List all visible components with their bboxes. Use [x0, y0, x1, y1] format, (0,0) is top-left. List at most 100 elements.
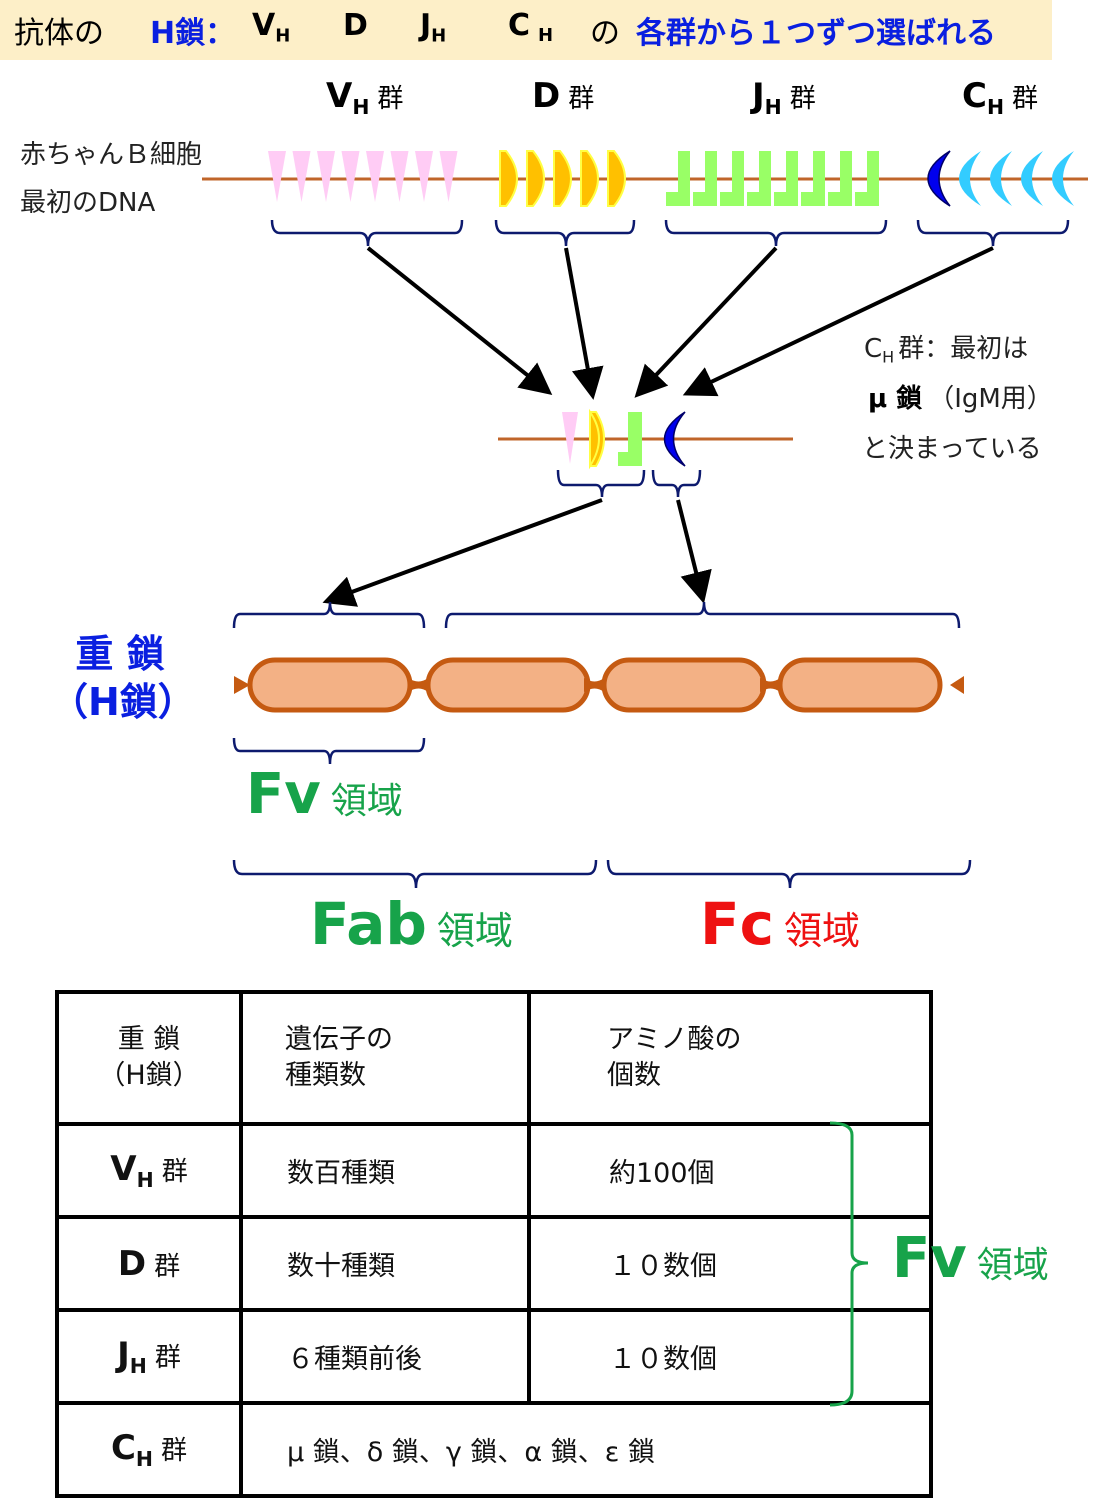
title-prefix: 抗体の [14, 16, 104, 51]
title-segment-j: JH [420, 8, 447, 47]
selected-v-segment [562, 412, 578, 464]
v-segment [292, 151, 311, 202]
selected-c-mu-segment [663, 411, 686, 467]
selected-j-segment [618, 412, 642, 466]
j-segment [666, 151, 690, 206]
chain-end-left [234, 676, 250, 694]
j-segment-group [666, 151, 879, 206]
heavy-chain-domain [425, 657, 591, 713]
arrow-d [564, 247, 604, 400]
d-segment [580, 150, 599, 207]
chain-end-right [950, 676, 964, 694]
ch-note-line3: と決まっている [862, 434, 1042, 464]
j-segment [747, 151, 771, 206]
d-segment [553, 150, 572, 207]
v-segment [268, 151, 286, 202]
jh-gene-types: ６種類前後 [239, 1308, 531, 1405]
vh-gene-types: 数百種類 [239, 1122, 531, 1219]
arrow-vdj-to-fv [322, 498, 603, 607]
domain-linker [760, 678, 780, 692]
heavy-chain-domain [247, 657, 413, 713]
bracket-constant-domains [444, 601, 961, 629]
heavy-chain-domain [601, 657, 767, 713]
selected-d-segment [589, 408, 605, 470]
arrow-v [366, 246, 553, 395]
d-segment [526, 150, 545, 207]
v-segment-group [268, 151, 458, 202]
vh-amino-acids: 約100個 [527, 1122, 933, 1219]
j-segment [720, 151, 744, 206]
j-segment [774, 151, 798, 206]
domain-linker [584, 678, 604, 692]
bracket-ch [651, 469, 702, 498]
c-segment [990, 151, 1012, 206]
dna-label-line1: 赤ちゃんＢ細胞 [20, 140, 203, 170]
title-suffix: 各群から１つずつ選ばれる [636, 16, 996, 51]
gene-diagram [202, 150, 1088, 889]
heavy-chain-label: 重 鎖 （H鎖） [50, 632, 196, 724]
bracket-j [664, 219, 888, 247]
bracket-fab [232, 859, 598, 889]
v-segment [341, 151, 360, 202]
v-segment [390, 151, 409, 202]
bracket-d [494, 219, 636, 247]
bracket-c [916, 219, 1070, 247]
v-segment [415, 151, 433, 202]
j-segment [855, 151, 879, 206]
bracket-v [270, 219, 464, 247]
ch-note-line2: μ 鎖（IgM用） [868, 384, 1053, 414]
v-segment [439, 151, 458, 202]
title-segment-v: VH [252, 8, 291, 47]
ch-chain-types: μ 鎖、δ 鎖、γ 鎖、α 鎖、ε 鎖 [239, 1401, 933, 1498]
arrow-c [682, 246, 994, 397]
title-connector: の [590, 16, 620, 51]
title-segment-d: D [343, 8, 368, 43]
bracket-fc [606, 859, 972, 889]
table-header-row: 重 鎖（H鎖） 遺伝子の種類数 アミノ酸の個数 [55, 990, 933, 1126]
d-segment-group [499, 150, 626, 207]
domain-linker [408, 678, 428, 692]
title-chain: H鎖： [150, 16, 236, 51]
j-segment [801, 151, 825, 206]
header-amino-acids: アミノ酸の個数 [527, 990, 933, 1126]
dna-label-line2: 最初のDNA [20, 188, 156, 218]
c-mu-segment [927, 150, 951, 207]
bracket-variable-domain [232, 601, 426, 629]
j-segment [828, 151, 852, 206]
arrow-j [634, 246, 778, 398]
v-segment [366, 151, 384, 202]
jh-amino-acids: １０数個 [527, 1308, 933, 1405]
c-segment-group [927, 150, 1074, 207]
arrow-ch-to-constant [676, 499, 712, 604]
header-gene-types: 遺伝子の種類数 [239, 990, 531, 1126]
v-segment [317, 151, 335, 202]
bracket-fv [232, 737, 426, 765]
d-segment [607, 150, 626, 207]
c-segment [1021, 151, 1043, 206]
d-segment [499, 150, 518, 207]
fv-side-brace [829, 1121, 869, 1407]
c-segment [1052, 151, 1074, 206]
header-heavy-chain: 重 鎖（H鎖） [55, 990, 243, 1126]
d-gene-types: 数十種類 [239, 1215, 531, 1312]
heavy-chain-domains [234, 657, 964, 713]
